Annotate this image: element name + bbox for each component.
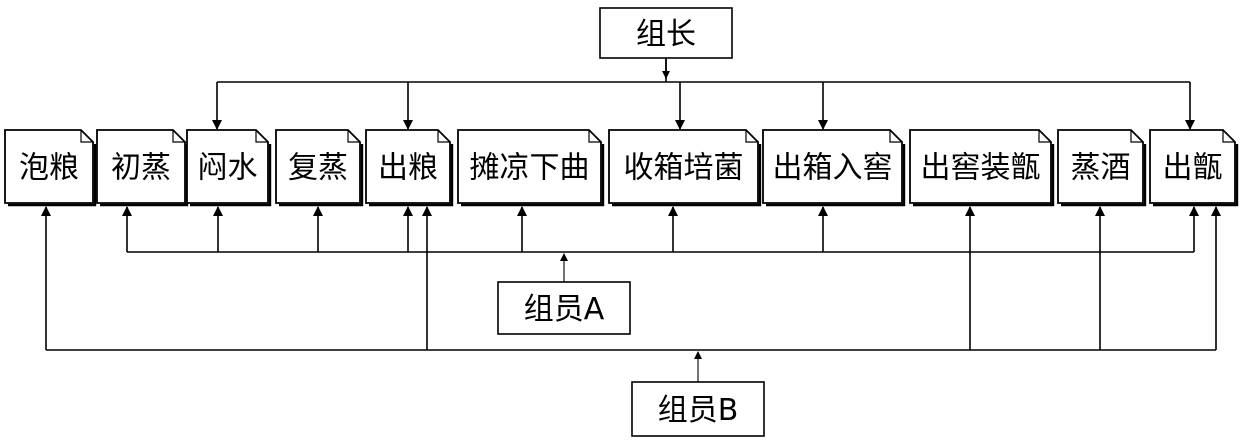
process-step-shadow — [913, 144, 1055, 207]
member-a-box: 组员A — [497, 281, 631, 335]
process-step-fold — [588, 130, 601, 143]
process-step-s2: 初蒸 — [96, 129, 189, 207]
process-step-s4: 复蒸 — [275, 129, 364, 207]
process-step-shape — [608, 129, 759, 204]
process-step-label: 复蒸 — [288, 151, 348, 186]
process-step-fold — [745, 130, 758, 143]
process-step-s1: 泡粮 — [4, 129, 97, 207]
process-step-shadow — [279, 144, 364, 207]
process-step-s10: 蒸酒 — [1057, 129, 1147, 207]
process-step-fold — [1222, 130, 1235, 143]
process-step-label: 蒸酒 — [1071, 151, 1131, 186]
process-step-shape — [275, 129, 361, 204]
process-step-shape — [909, 129, 1052, 204]
process-steps: 泡粮初蒸闷水复蒸出粮摊凉下曲收箱培菌出箱入窖出窖装甑蒸酒出甑 — [4, 129, 1239, 207]
member-b-box: 组员B — [631, 381, 765, 437]
process-step-shadow — [8, 144, 97, 207]
process-step-shape — [457, 129, 602, 204]
process-step-s8: 出箱入窖 — [762, 129, 906, 207]
process-step-shape — [365, 129, 451, 204]
process-step-s9: 出窖装甑 — [909, 129, 1055, 207]
process-step-label: 闷水 — [198, 151, 258, 186]
process-step-label: 收箱培菌 — [624, 151, 744, 186]
process-step-fold — [889, 130, 902, 143]
process-step-s11: 出甑 — [1149, 129, 1239, 207]
process-step-shadow — [190, 144, 272, 207]
process-step-s3: 闷水 — [186, 129, 272, 207]
process-step-shadow — [461, 144, 605, 207]
process-step-label: 摊凉下曲 — [470, 151, 590, 186]
process-step-shadow — [612, 144, 762, 207]
process-step-s5: 出粮 — [365, 129, 454, 207]
process-step-shape — [186, 129, 269, 204]
process-step-fold — [255, 130, 268, 143]
process-step-fold — [172, 130, 185, 143]
process-step-label: 出窖装甑 — [921, 151, 1041, 186]
process-step-fold — [1130, 130, 1143, 143]
process-step-fold — [80, 130, 93, 143]
process-step-label: 泡粮 — [19, 151, 79, 186]
process-step-shadow — [369, 144, 454, 207]
process-step-s6: 摊凉下曲 — [457, 129, 605, 207]
member-b-label: 组员B — [658, 393, 739, 428]
process-step-fold — [1038, 130, 1051, 143]
process-step-shadow — [1061, 144, 1147, 207]
process-step-fold — [347, 130, 360, 143]
process-step-shape — [762, 129, 903, 204]
leader-label: 组长 — [636, 17, 696, 52]
process-step-label: 出甑 — [1163, 151, 1223, 186]
process-step-label: 出箱入窖 — [773, 151, 893, 186]
process-step-shape — [4, 129, 94, 204]
leader-box: 组长 — [599, 7, 733, 59]
process-step-shadow — [1153, 144, 1239, 207]
process-step-shadow — [766, 144, 906, 207]
process-step-shape — [1057, 129, 1144, 204]
process-step-shape — [96, 129, 186, 204]
process-step-label: 初蒸 — [111, 151, 171, 186]
process-step-fold — [437, 130, 450, 143]
process-step-label: 出粮 — [378, 151, 438, 186]
process-step-s7: 收箱培菌 — [608, 129, 762, 207]
member-a-label: 组员A — [524, 292, 605, 327]
connector-wires — [41, 58, 1221, 382]
process-step-shape — [1149, 129, 1236, 204]
